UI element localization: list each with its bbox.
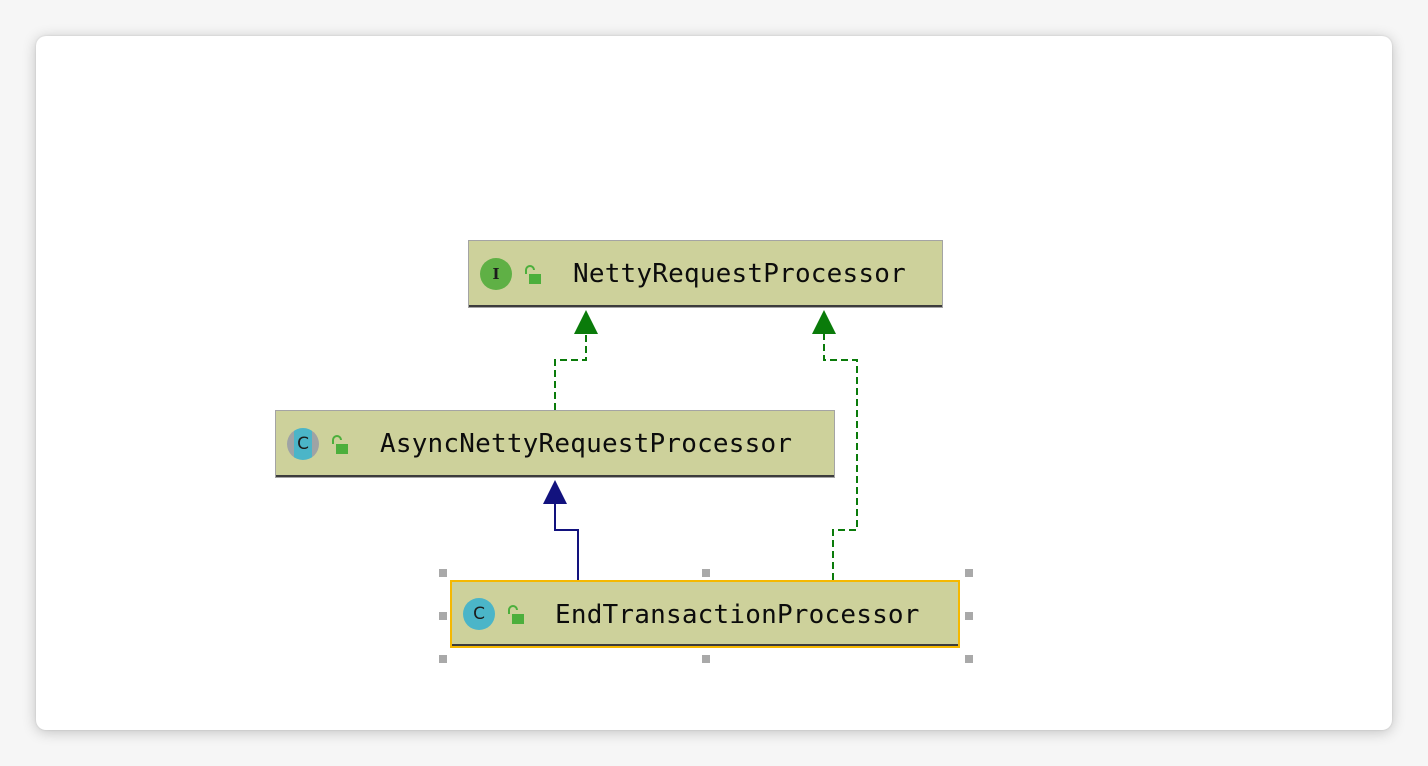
node-end-transaction-processor[interactable]: C EndTransactionProcessor (450, 580, 960, 648)
node-label: EndTransactionProcessor (555, 600, 920, 630)
public-unlocked-icon (508, 605, 524, 624)
resize-handle-bottom-center[interactable] (702, 655, 710, 663)
resize-handle-middle-right[interactable] (965, 612, 973, 620)
resize-handle-bottom-right[interactable] (965, 655, 973, 663)
interface-icon: I (480, 258, 512, 290)
edge-implements-async-to-netty[interactable] (554, 310, 598, 410)
class-icon: C (463, 598, 495, 630)
arrowhead-implements (812, 310, 836, 334)
resize-handle-middle-left[interactable] (439, 612, 447, 620)
node-label: NettyRequestProcessor (573, 259, 906, 289)
resize-handle-top-right[interactable] (965, 569, 973, 577)
public-unlocked-icon (332, 435, 348, 454)
resize-handle-bottom-left[interactable] (439, 655, 447, 663)
node-label: AsyncNettyRequestProcessor (380, 429, 793, 459)
node-netty-request-processor[interactable]: I NettyRequestProcessor (468, 240, 943, 308)
edge-extends-end-to-async[interactable] (543, 480, 579, 580)
arrowhead-extends (543, 480, 567, 504)
resize-handle-top-center[interactable] (702, 569, 710, 577)
node-async-netty-request-processor[interactable]: C AsyncNettyRequestProcessor (275, 410, 835, 478)
public-unlocked-icon (525, 265, 541, 284)
resize-handle-top-left[interactable] (439, 569, 447, 577)
abstract-class-icon: C (287, 428, 319, 460)
edge-implements-end-to-netty[interactable] (812, 310, 858, 580)
arrowhead-implements (574, 310, 598, 334)
